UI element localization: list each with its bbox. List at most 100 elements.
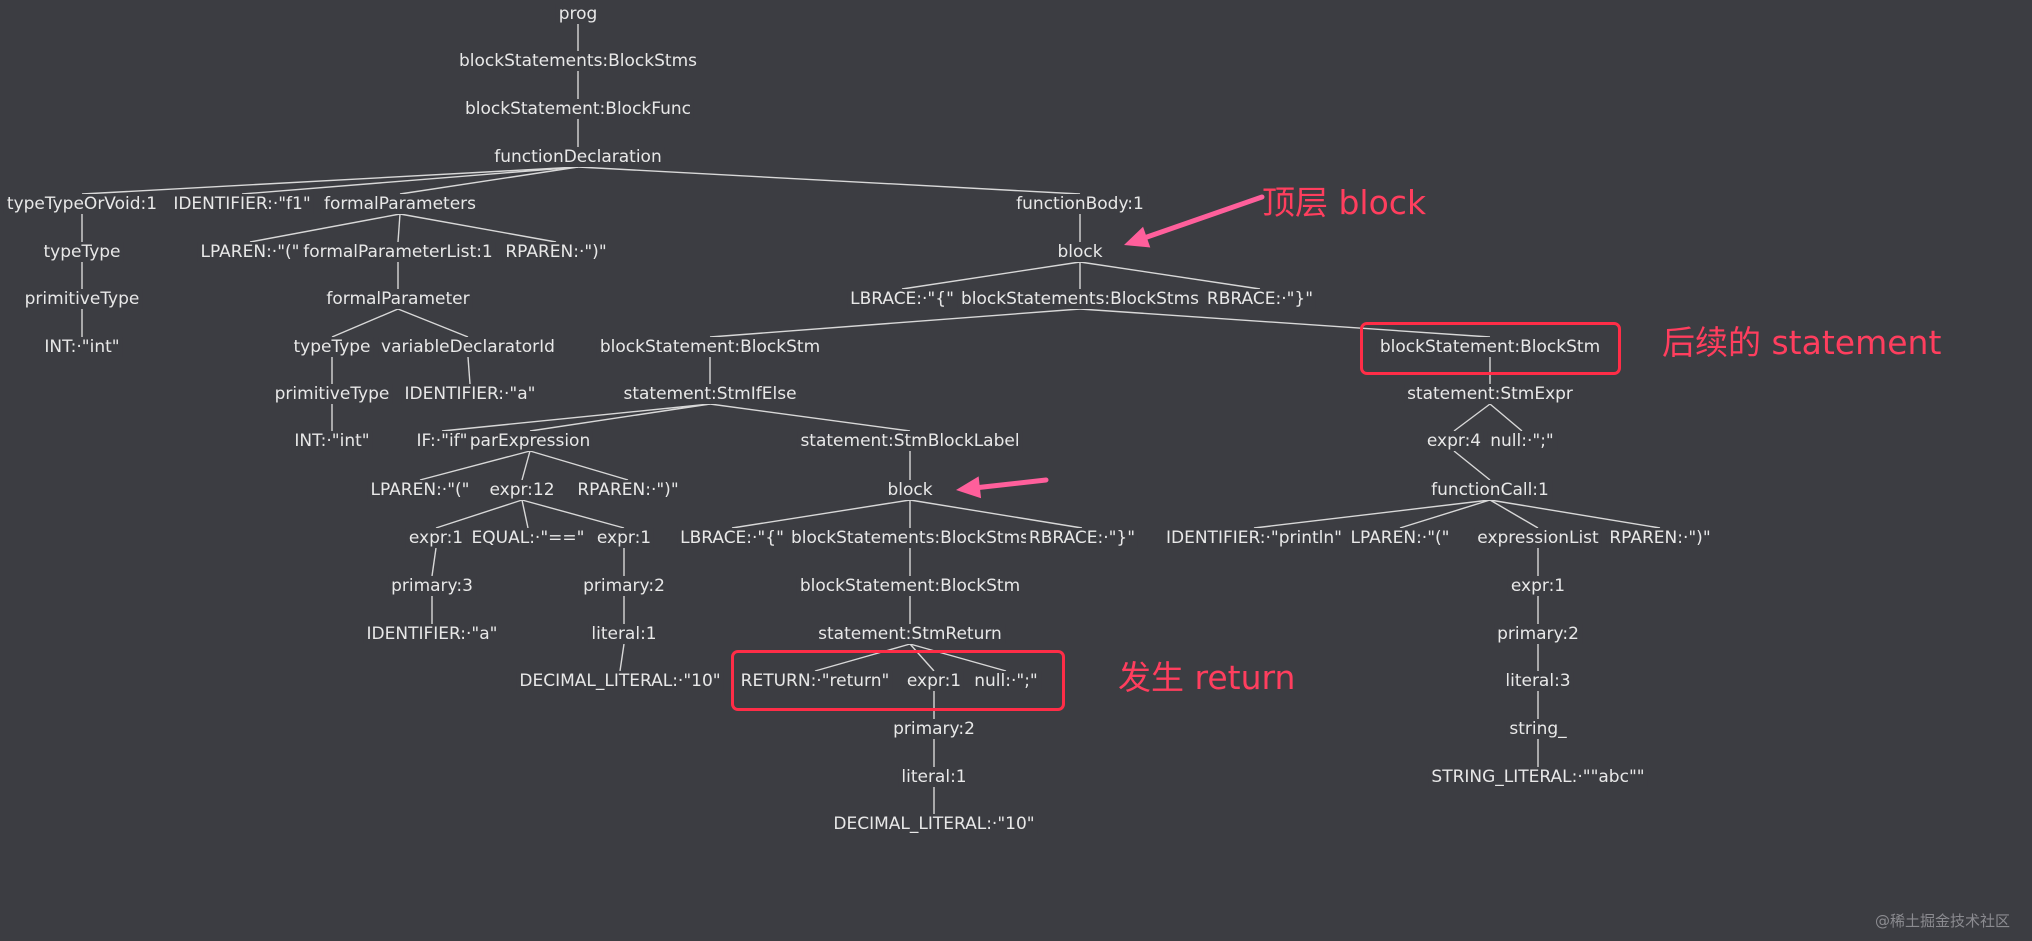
tree-node-int1: INT:·"int" <box>41 337 123 357</box>
edge-sret-nul1 <box>909 643 1007 672</box>
tree-node-sret: statement:StmReturn <box>815 624 1005 644</box>
edge-fc-el <box>1489 499 1539 529</box>
tree-node-bs3: blockStatement:BlockStm <box>796 576 1024 596</box>
tree-node-lit1a: literal:1 <box>588 624 660 644</box>
edge-sexp-e4 <box>1453 403 1491 432</box>
edge-fp-fpl <box>397 213 401 243</box>
edge-sie-sbl <box>709 403 911 432</box>
highlight-box-next-statement <box>1360 322 1621 375</box>
tree-node-rp2: RPAREN:·")" <box>574 480 682 500</box>
tree-node-e1a: expr:1 <box>405 528 467 548</box>
edge-e4-fc <box>1453 450 1491 481</box>
tree-node-lb1: LBRACE:·"{" <box>847 289 957 309</box>
edge-e1a-p3 <box>431 547 437 577</box>
tree-node-str: string_ <box>1506 719 1570 739</box>
watermark: @稀土掘金技术社区 <box>1874 912 2010 930</box>
tree-node-blk2: block <box>884 480 936 500</box>
tree-node-lp1: LPAREN:·"(" <box>197 242 303 262</box>
edge-fp-rp1 <box>399 213 557 243</box>
edge-bss2-bs1 <box>709 308 1081 338</box>
tree-node-rp1: RPAREN:·")" <box>502 242 610 262</box>
tree-node-if: IF:·"if" <box>413 431 471 451</box>
tree-node-p3: primary:3 <box>388 576 476 596</box>
edge-pe-lp2 <box>419 450 531 481</box>
tree-node-p2b: primary:2 <box>890 719 978 739</box>
edge-pe-e12 <box>521 450 531 481</box>
tree-node-pt1: primitiveType <box>21 289 143 309</box>
tree-node-tt2: typeType <box>40 242 124 262</box>
tree-node-e1c: expr:1 <box>903 671 965 691</box>
tree-node-bsf: blockStatement:BlockFunc <box>461 99 695 119</box>
edge-sret-ret <box>814 643 911 672</box>
tree-node-sie: statement:StmIfElse <box>620 384 800 404</box>
tree-node-nul2: null:·";" <box>1487 431 1557 451</box>
edge-sie-if <box>441 403 711 432</box>
tree-node-pt2: primitiveType <box>271 384 393 404</box>
edge-e12-eq <box>521 499 529 529</box>
tree-node-fd: functionDeclaration <box>491 147 665 167</box>
edge-blk1-lb1 <box>901 261 1081 290</box>
edge-sie-pe <box>529 403 711 432</box>
arrow-top-block-icon <box>1124 194 1265 248</box>
tree-node-fpl: formalParameterList:1 <box>300 242 496 262</box>
tree-node-bss2: blockStatements:BlockStms <box>958 289 1202 309</box>
edge-bss2-bs2 <box>1079 308 1491 338</box>
edge-blk1-rb1 <box>1079 261 1261 290</box>
tree-node-id_f1: IDENTIFIER:·"f1" <box>170 194 314 214</box>
edge-fd-tt1 <box>81 166 579 195</box>
highlight-box-return <box>731 650 1065 711</box>
tree-node-id_a1: IDENTIFIER:·"a" <box>401 384 539 404</box>
annotation-top-block: 顶层 block <box>1262 183 1427 222</box>
edge-fpar-vdi <box>397 308 469 338</box>
tree-node-prog: prog <box>555 4 601 24</box>
tree-node-rp3: RPAREN:·")" <box>1606 528 1714 548</box>
tree-node-id_a2: IDENTIFIER:·"a" <box>363 624 501 644</box>
tree-node-e1b: expr:1 <box>593 528 655 548</box>
tree-node-p2a: primary:2 <box>580 576 668 596</box>
edge-blk2-rb2 <box>909 499 1083 529</box>
tree-node-lp3: LPAREN:·"(" <box>1347 528 1453 548</box>
edge-fd-fb <box>577 166 1081 195</box>
edge-fc-lp3 <box>1399 499 1491 529</box>
tree-node-fp: formalParameters <box>320 194 480 214</box>
tree-node-lp2: LPAREN:·"(" <box>367 480 473 500</box>
edge-e12-e1a <box>435 499 523 529</box>
tree-node-blk1: block <box>1054 242 1106 262</box>
tree-node-bss1: blockStatements:BlockStms <box>456 51 700 71</box>
tree-node-bss3: blockStatements:BlockStms <box>788 528 1032 548</box>
edge-vdi-id_a1 <box>467 356 471 385</box>
tree-node-ret: RETURN:·"return" <box>737 671 893 691</box>
tree-node-nul1: null:·";" <box>971 671 1041 691</box>
annotation-return: 发生 return <box>1118 658 1296 697</box>
tree-node-eq: EQUAL:·"==" <box>468 528 588 548</box>
tree-node-pe: parExpression <box>466 431 594 451</box>
tree-node-fpar: formalParameter <box>323 289 473 309</box>
edge-fd-fp <box>399 166 579 195</box>
edge-sexp-nul2 <box>1489 403 1523 432</box>
tree-node-dl2: DECIMAL_LITERAL:·"10" <box>830 814 1038 834</box>
tree-node-rb1: RBRACE:·"}" <box>1203 289 1317 309</box>
tree-node-sbl: statement:StmBlockLabel <box>797 431 1023 451</box>
tree-node-rb2: RBRACE:·"}" <box>1025 528 1139 548</box>
tree-node-vdi: variableDeclaratorId <box>378 337 558 357</box>
tree-node-el: expressionList <box>1474 528 1602 548</box>
tree-node-sexp: statement:StmExpr <box>1404 384 1576 404</box>
tree-node-int2: INT:·"int" <box>291 431 373 451</box>
tree-node-p2c: primary:2 <box>1494 624 1582 644</box>
edge-fp-lp1 <box>249 213 401 243</box>
annotation-next-statement: 后续的 statement <box>1662 323 1942 362</box>
tree-node-fb: functionBody:1 <box>1013 194 1147 214</box>
tree-node-lb2: LBRACE:·"{" <box>677 528 787 548</box>
edge-blk2-lb2 <box>731 499 911 529</box>
edge-lit1a-dl1 <box>619 643 625 672</box>
edge-pe-rp2 <box>529 450 629 481</box>
edge-e12-e1b <box>521 499 625 529</box>
tree-node-sl: STRING_LITERAL:·""abc"" <box>1428 767 1648 787</box>
tree-node-dl1: DECIMAL_LITERAL:·"10" <box>516 671 724 691</box>
tree-node-bs2: blockStatement:BlockStm <box>1376 337 1604 357</box>
tree-node-e12: expr:12 <box>486 480 558 500</box>
tree-node-lit1b: literal:1 <box>898 767 970 787</box>
tree-node-fc: functionCall:1 <box>1428 480 1552 500</box>
